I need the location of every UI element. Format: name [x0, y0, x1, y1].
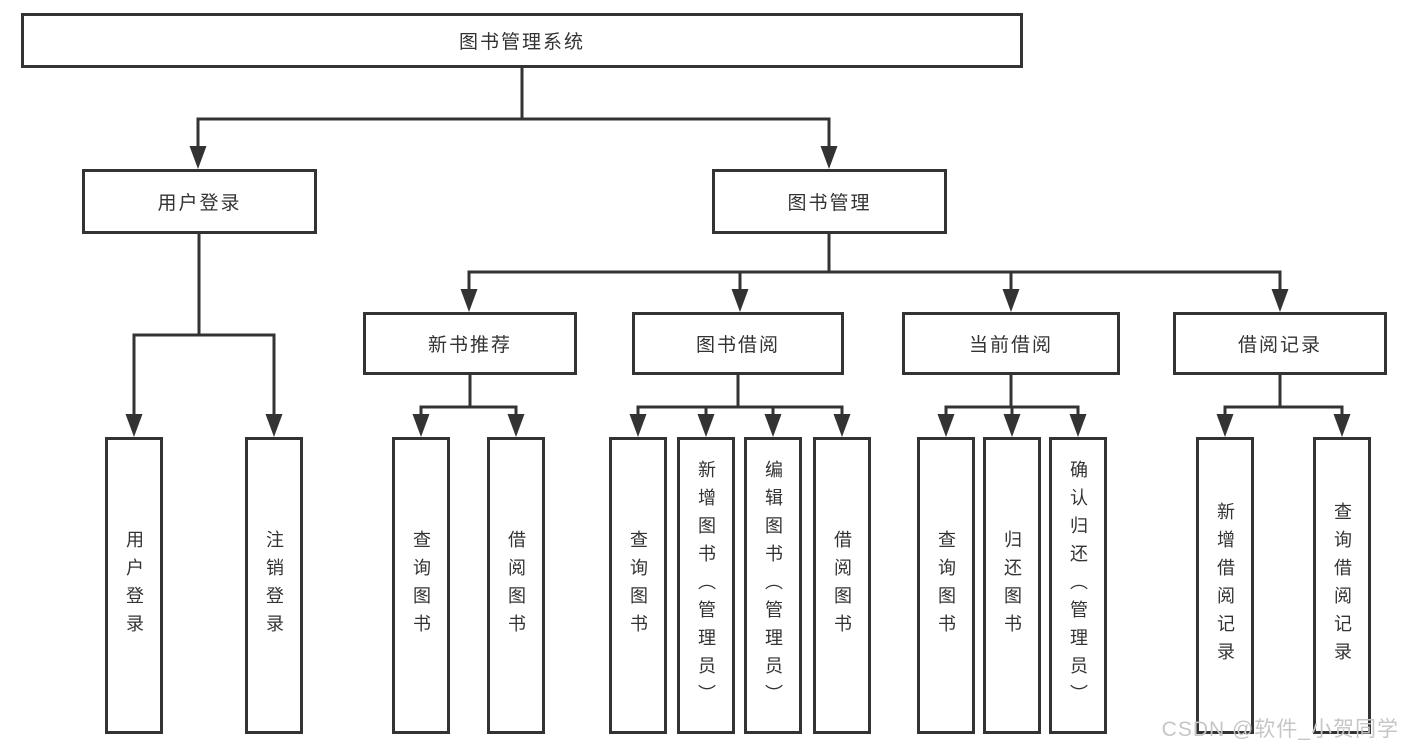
leaf-query-books-borrow: 查询图书 — [609, 437, 667, 734]
leaf-label: 新增图书（管理员） — [696, 459, 716, 712]
node-book-borrow: 图书借阅 — [632, 312, 844, 375]
leaf-borrow-books-recommend: 借阅图书 — [487, 437, 545, 734]
leaf-label: 借阅图书 — [832, 529, 852, 642]
leaf-label: 新增借阅记录 — [1215, 501, 1235, 670]
leaf-label: 查询图书 — [628, 529, 648, 642]
leaf-query-borrow-record: 查询借阅记录 — [1313, 437, 1371, 734]
leaf-query-books-current: 查询图书 — [917, 437, 975, 734]
leaf-confirm-return-admin: 确认归还（管理员） — [1049, 437, 1107, 734]
node-library-system: 图书管理系统 — [21, 13, 1023, 68]
leaf-add-book-admin: 新增图书（管理员） — [677, 437, 735, 734]
leaf-label: 编辑图书（管理员） — [763, 459, 783, 712]
leaf-user-login: 用户登录 — [105, 437, 163, 734]
leaf-add-borrow-record: 新增借阅记录 — [1196, 437, 1254, 734]
leaf-return-book: 归还图书 — [983, 437, 1041, 734]
csdn-watermark: CSDN @软件_小贺同学 — [1161, 718, 1399, 741]
node-book-management: 图书管理 — [712, 169, 947, 234]
leaf-query-books-recommend: 查询图书 — [392, 437, 450, 734]
leaf-label: 确认归还（管理员） — [1068, 459, 1088, 712]
leaf-label: 借阅图书 — [506, 529, 526, 642]
leaf-logout: 注销登录 — [245, 437, 303, 734]
node-user-login: 用户登录 — [82, 169, 317, 234]
leaf-edit-book-admin: 编辑图书（管理员） — [744, 437, 802, 734]
leaf-label: 查询图书 — [936, 529, 956, 642]
node-borrow-records: 借阅记录 — [1173, 312, 1387, 375]
leaf-borrow-books: 借阅图书 — [813, 437, 871, 734]
leaf-label: 查询图书 — [411, 529, 431, 642]
leaf-label: 注销登录 — [264, 529, 284, 642]
node-current-borrow: 当前借阅 — [902, 312, 1120, 375]
leaf-label: 用户登录 — [124, 529, 144, 642]
leaf-label: 归还图书 — [1002, 529, 1022, 642]
node-new-book-recommend: 新书推荐 — [363, 312, 577, 375]
leaf-label: 查询借阅记录 — [1332, 501, 1352, 670]
